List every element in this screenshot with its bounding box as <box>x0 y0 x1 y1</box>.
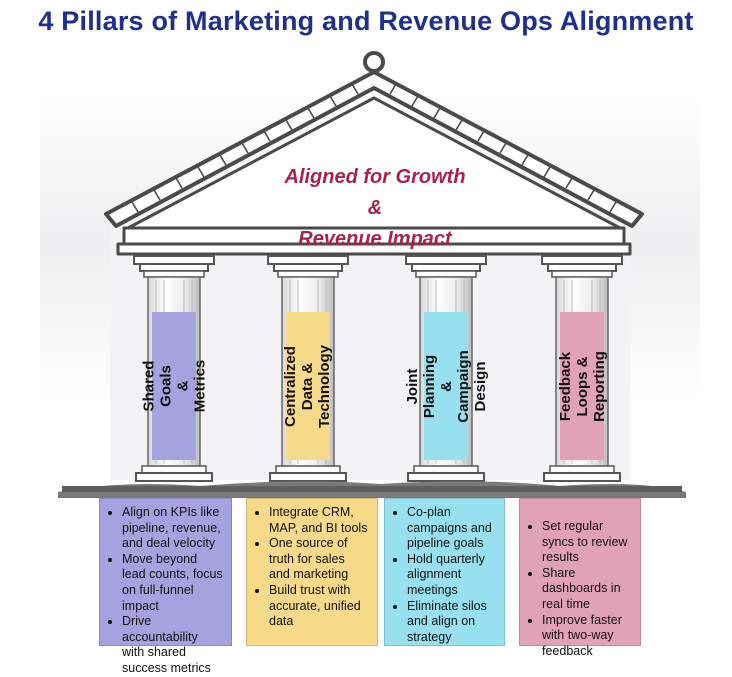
column-base-ring <box>275 465 341 474</box>
card-feedback-loops: Set regular syncs to review results Shar… <box>519 498 641 658</box>
roof-text-line1: Aligned for Growth <box>284 166 466 188</box>
roof-text-line2: & <box>367 197 383 219</box>
card-shared-goals: Align on KPIs like pipeline, revenue, an… <box>99 498 232 675</box>
bullet-item: Eliminate silos and align on strategy <box>407 599 496 646</box>
column-capital-ring <box>139 263 209 272</box>
column-capital-ring <box>273 263 343 272</box>
pillar-label-centralized-data: Centralized Data & Technology <box>283 312 334 460</box>
column-capital-ring <box>547 263 617 272</box>
temple-illustration <box>40 51 700 498</box>
bullet-item: Hold quarterly alignment meetings <box>407 552 496 599</box>
bullet-item: Integrate CRM, MAP, and BI tools <box>269 505 369 536</box>
bullet-item: Share dashboards in real time <box>542 566 632 613</box>
bullet-item: One source of truth for sales and market… <box>269 536 369 583</box>
column-base <box>407 472 485 482</box>
column-capital-ring <box>143 270 205 278</box>
column-capital <box>405 255 487 265</box>
column-base <box>135 472 213 482</box>
pillar-label-shared-goals: Shared Goals & Metrics <box>140 312 208 460</box>
bullet-item: Co-plan campaigns and pipeline goals <box>407 505 496 552</box>
card-centralized-data: Integrate CRM, MAP, and BI tools One sou… <box>246 498 378 646</box>
column-capital <box>267 255 349 265</box>
card-bullets: Integrate CRM, MAP, and BI tools One sou… <box>251 505 369 630</box>
card-bullets: Set regular syncs to review results Shar… <box>524 519 632 659</box>
pillar-label-feedback-loops: Feedback Loops & Reporting <box>557 312 608 460</box>
column-base <box>543 472 621 482</box>
temple-roof <box>104 51 644 256</box>
column-capital <box>133 255 215 265</box>
column-capital-ring <box>411 263 481 272</box>
column-capital-ring <box>277 270 339 278</box>
column-base-ring <box>413 465 479 474</box>
card-joint-planning: Co-plan campaigns and pipeline goals Hol… <box>384 498 505 646</box>
column-base-ring <box>141 465 207 474</box>
bullet-item: Align on KPIs like pipeline, revenue, an… <box>122 505 223 552</box>
diagram-title: 4 Pillars of Marketing and Revenue Ops A… <box>38 6 694 36</box>
column-capital-ring <box>551 270 613 278</box>
temple-base <box>58 481 686 498</box>
bullet-item: Drive accountability with shared success… <box>122 614 223 676</box>
bullet-item: Improve faster with two-way feedback <box>542 613 632 660</box>
card-bullets: Co-plan campaigns and pipeline goals Hol… <box>389 505 496 645</box>
roof-text-line3: Revenue Impact <box>298 228 452 250</box>
column-base <box>269 472 347 482</box>
bullet-item: Build trust with accurate, unified data <box>269 583 369 630</box>
column-capital <box>541 255 623 265</box>
bullet-item: Move beyond lead counts, focus on full-f… <box>122 552 223 614</box>
bullet-item: Set regular syncs to review results <box>542 519 632 566</box>
column-capital-ring <box>415 270 477 278</box>
pillar-label-joint-planning: Joint Planning & Campaign Design <box>404 312 489 460</box>
column-base-ring <box>549 465 615 474</box>
